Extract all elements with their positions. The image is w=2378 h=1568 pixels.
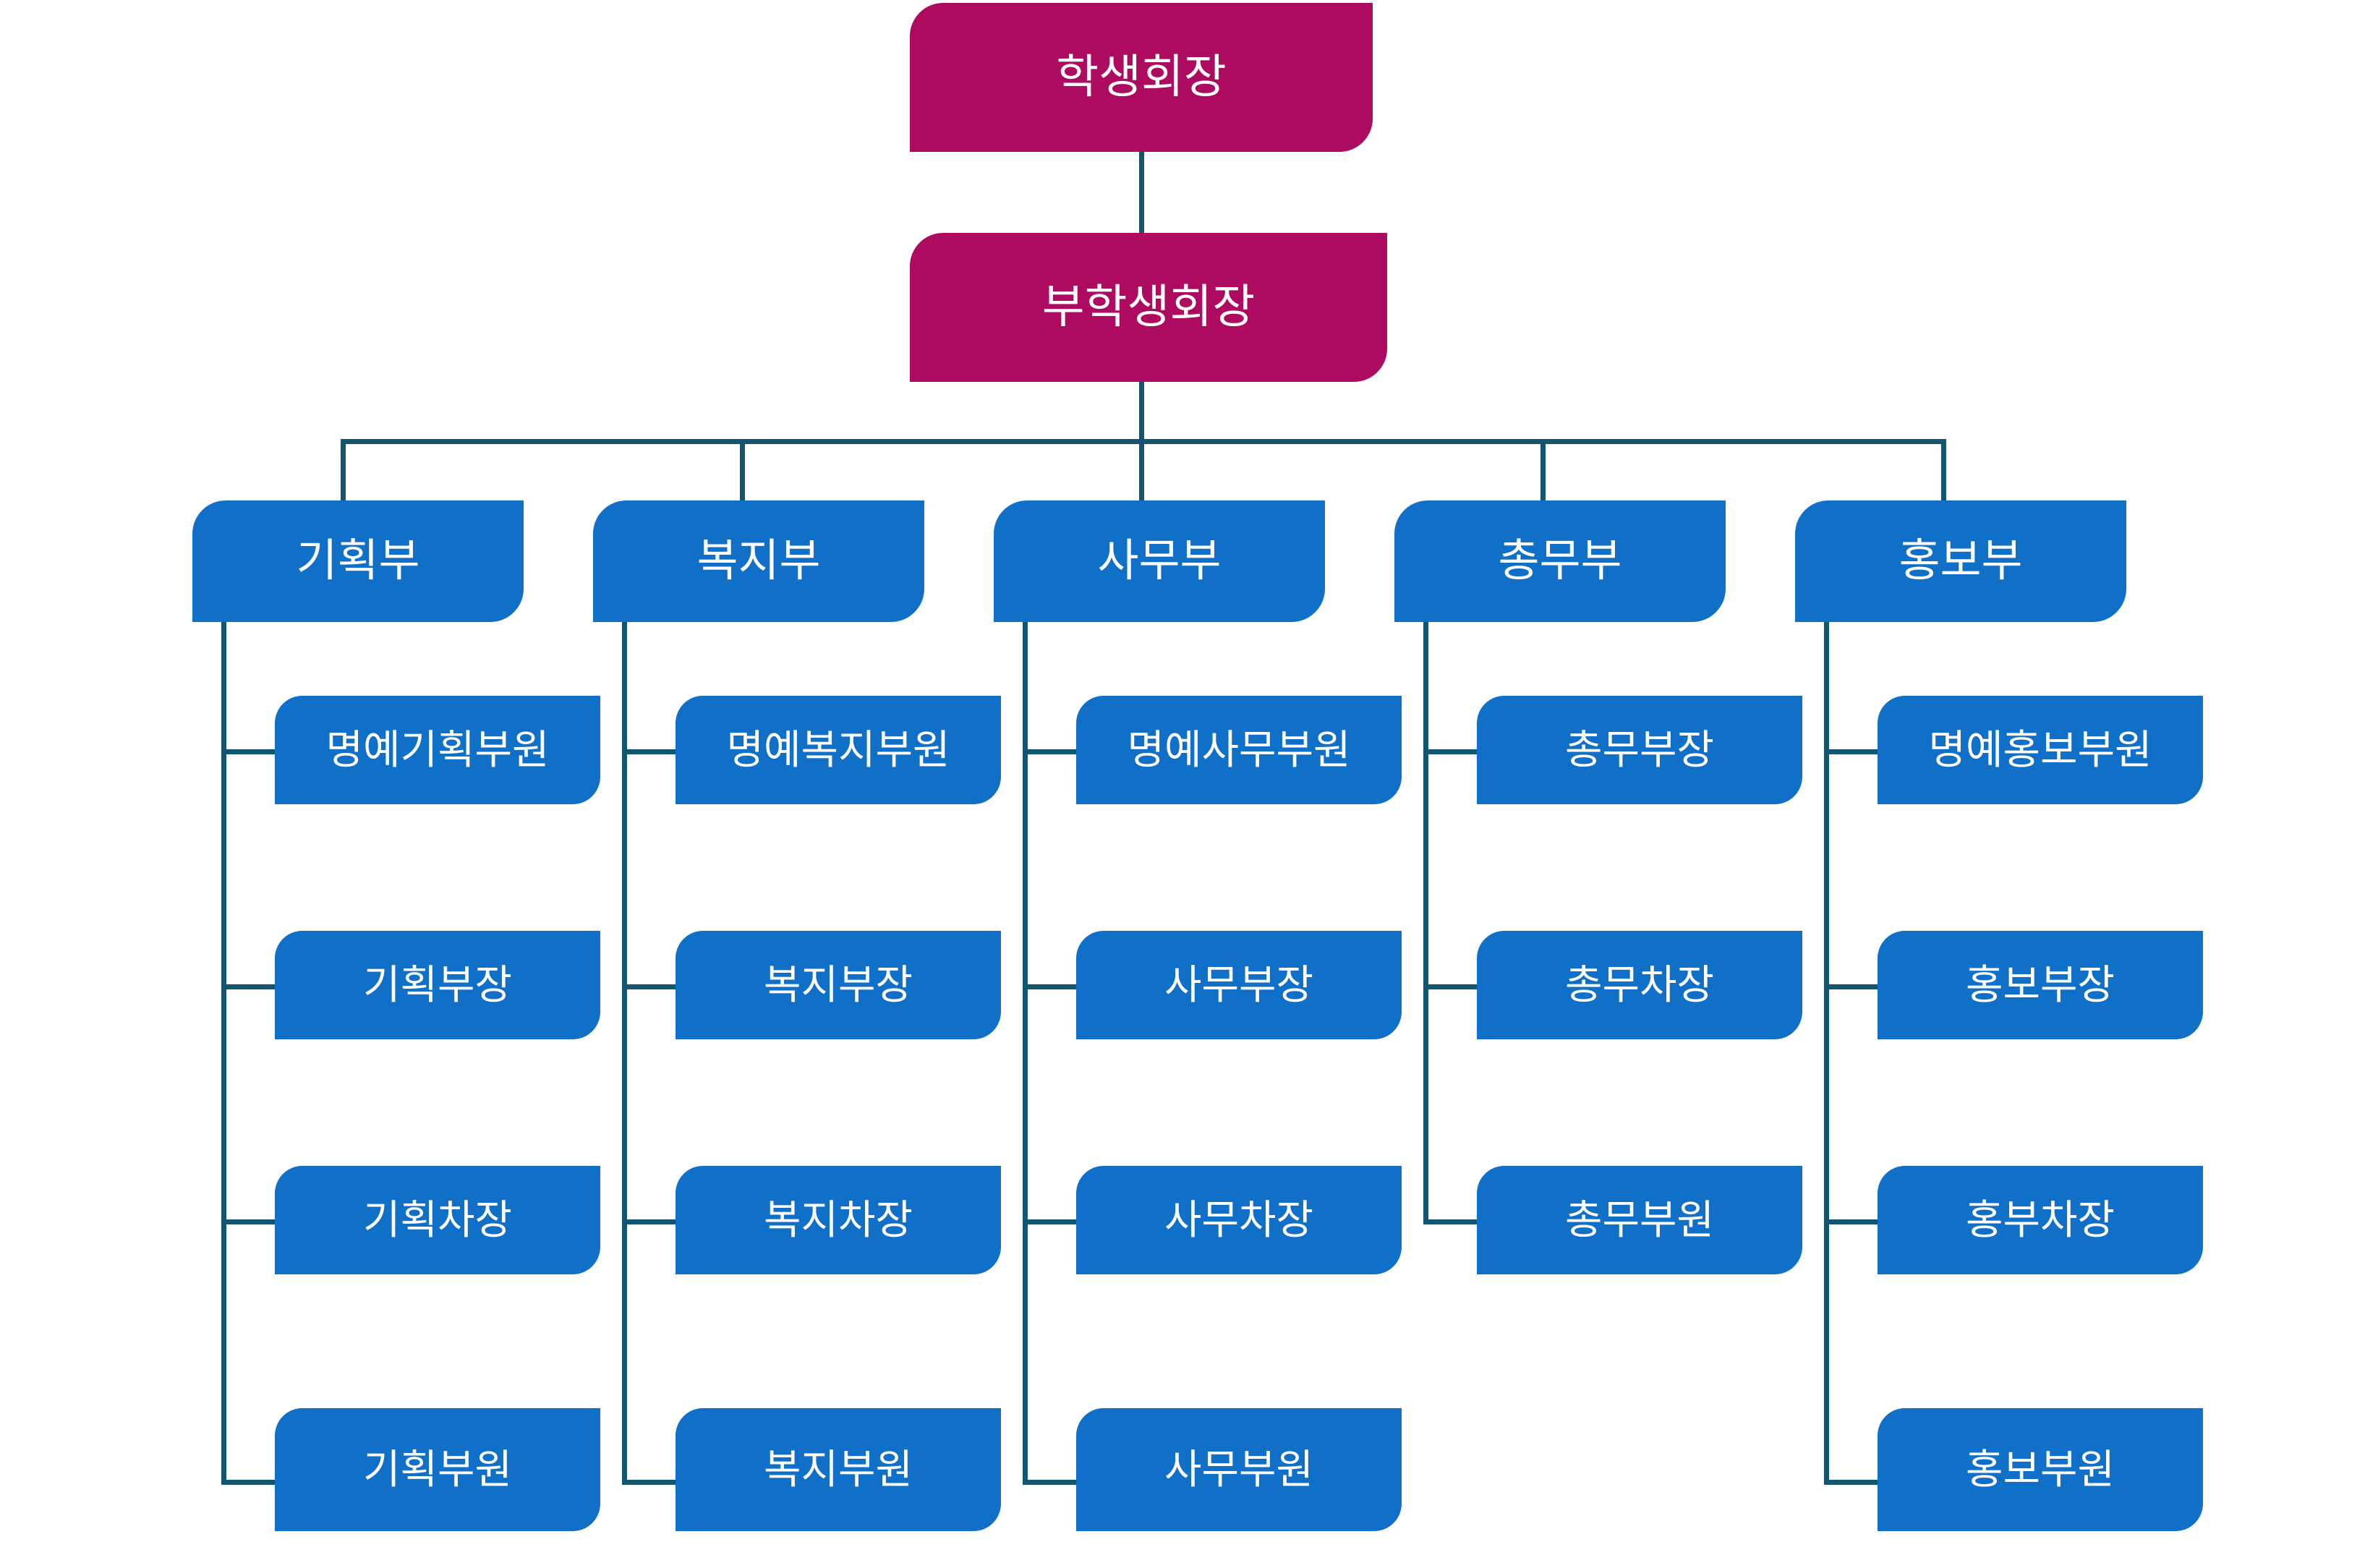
node-child-복지부장[interactable]: 복지부장 — [676, 931, 1001, 1039]
connector-stub-col5-row2 — [1824, 984, 1880, 989]
node-child-label: 홍보부원 — [1965, 1446, 2115, 1492]
connector-stub-col4-row2 — [1423, 984, 1480, 989]
node-child-홍부차장[interactable]: 홍부차장 — [1878, 1166, 2203, 1274]
node-child-명예기획부원[interactable]: 명예기획부원 — [275, 696, 600, 804]
node-child-복지차장[interactable]: 복지차장 — [676, 1166, 1001, 1274]
node-department-홍보부[interactable]: 홍보부 — [1795, 500, 2126, 622]
connector-stub-col5-row1 — [1824, 749, 1880, 754]
connector-stub-col2-row3 — [622, 1219, 678, 1224]
node-department-label: 복지부 — [696, 536, 821, 587]
node-department-label: 사무부 — [1097, 536, 1222, 587]
node-child-사무부장[interactable]: 사무부장 — [1076, 931, 1402, 1039]
node-child-label: 사무부원 — [1164, 1446, 1314, 1492]
node-child-label: 복지부장 — [763, 961, 913, 1007]
connector-stub-col3-row1 — [1023, 749, 1079, 754]
connector-spine-col4 — [1423, 622, 1428, 1224]
node-child-명예사무부원[interactable]: 명예사무부원 — [1076, 696, 1402, 804]
node-child-복지부원[interactable]: 복지부원 — [676, 1408, 1001, 1531]
node-child-기획부원[interactable]: 기획부원 — [275, 1408, 600, 1531]
node-child-label: 복지부원 — [763, 1446, 913, 1492]
node-child-사무부원[interactable]: 사무부원 — [1076, 1408, 1402, 1531]
node-child-기획부장[interactable]: 기획부장 — [275, 931, 600, 1039]
connector-stub-col1-row3 — [221, 1219, 278, 1224]
node-child-label: 홍보부장 — [1965, 961, 2115, 1007]
node-child-label: 명예기획부원 — [325, 726, 550, 772]
connector-stub-col3-row4 — [1023, 1480, 1079, 1485]
node-child-기획차장[interactable]: 기획차장 — [275, 1166, 600, 1274]
node-child-label: 명예복지부원 — [726, 726, 950, 772]
connector-bus-drop-2 — [740, 439, 745, 500]
node-child-label: 총무차장 — [1564, 961, 1715, 1007]
connector-stub-col2-row2 — [622, 984, 678, 989]
connector-stub-col4-row1 — [1423, 749, 1480, 754]
node-vice-president-label: 부학생회장 — [1041, 281, 1256, 333]
node-president-label: 학생회장 — [1056, 51, 1227, 103]
connector-bus-drop-4 — [1540, 439, 1546, 500]
connector-spine-col3 — [1023, 622, 1028, 1485]
node-child-홍보부원[interactable]: 홍보부원 — [1878, 1408, 2203, 1531]
node-department-총무부[interactable]: 총무부 — [1394, 500, 1726, 622]
node-department-사무부[interactable]: 사무부 — [994, 500, 1325, 622]
node-child-사무차장[interactable]: 사무차장 — [1076, 1166, 1402, 1274]
node-child-명예홍보부원[interactable]: 명예홍보부원 — [1878, 696, 2203, 804]
node-child-label: 기획차장 — [362, 1196, 513, 1243]
connector-stub-col5-row3 — [1824, 1219, 1880, 1224]
connector-bus-drop-1 — [341, 439, 346, 500]
connector-stub-col2-row1 — [622, 749, 678, 754]
node-department-label: 기획부 — [296, 536, 420, 587]
node-child-label: 총무부장 — [1564, 726, 1715, 772]
connector-bus-drop-3 — [1139, 439, 1144, 500]
node-child-총무부원[interactable]: 총무부원 — [1477, 1166, 1802, 1274]
node-child-총무부장[interactable]: 총무부장 — [1477, 696, 1802, 804]
connector-bus-drop-5 — [1941, 439, 1946, 500]
node-child-label: 사무부장 — [1164, 961, 1314, 1007]
connector-stub-col4-row3 — [1423, 1219, 1480, 1224]
node-vice-president[interactable]: 부학생회장 — [910, 233, 1387, 382]
node-child-label: 총무부원 — [1564, 1196, 1715, 1243]
node-department-복지부[interactable]: 복지부 — [593, 500, 924, 622]
node-child-label: 명예홍보부원 — [1928, 726, 2152, 772]
connector-spine-col2 — [622, 622, 627, 1485]
node-president[interactable]: 학생회장 — [910, 3, 1373, 152]
node-department-label: 홍보부 — [1898, 536, 2023, 587]
connector-stub-col2-row4 — [622, 1480, 678, 1485]
node-child-label: 기획부장 — [362, 961, 513, 1007]
connector-spine-col5 — [1824, 622, 1829, 1485]
node-child-label: 사무차장 — [1164, 1196, 1314, 1243]
connector-stub-col3-row2 — [1023, 984, 1079, 989]
connector-stub-col1-row4 — [221, 1480, 278, 1485]
node-child-명예복지부원[interactable]: 명예복지부원 — [676, 696, 1001, 804]
connector-stub-col1-row1 — [221, 749, 278, 754]
connector-president-to-vice — [1139, 152, 1144, 233]
node-department-label: 총무부 — [1498, 536, 1622, 587]
node-child-label: 복지차장 — [763, 1196, 913, 1243]
connector-spine-col1 — [221, 622, 226, 1485]
connector-vice-drop — [1139, 382, 1144, 441]
node-child-홍보부장[interactable]: 홍보부장 — [1878, 931, 2203, 1039]
node-department-기획부[interactable]: 기획부 — [192, 500, 524, 622]
node-child-총무차장[interactable]: 총무차장 — [1477, 931, 1802, 1039]
connector-stub-col1-row2 — [221, 984, 278, 989]
node-child-label: 명예사무부원 — [1127, 726, 1351, 772]
node-child-label: 기획부원 — [362, 1446, 513, 1492]
connector-stub-col5-row4 — [1824, 1480, 1880, 1485]
node-child-label: 홍부차장 — [1965, 1196, 2115, 1243]
connector-stub-col3-row3 — [1023, 1219, 1079, 1224]
